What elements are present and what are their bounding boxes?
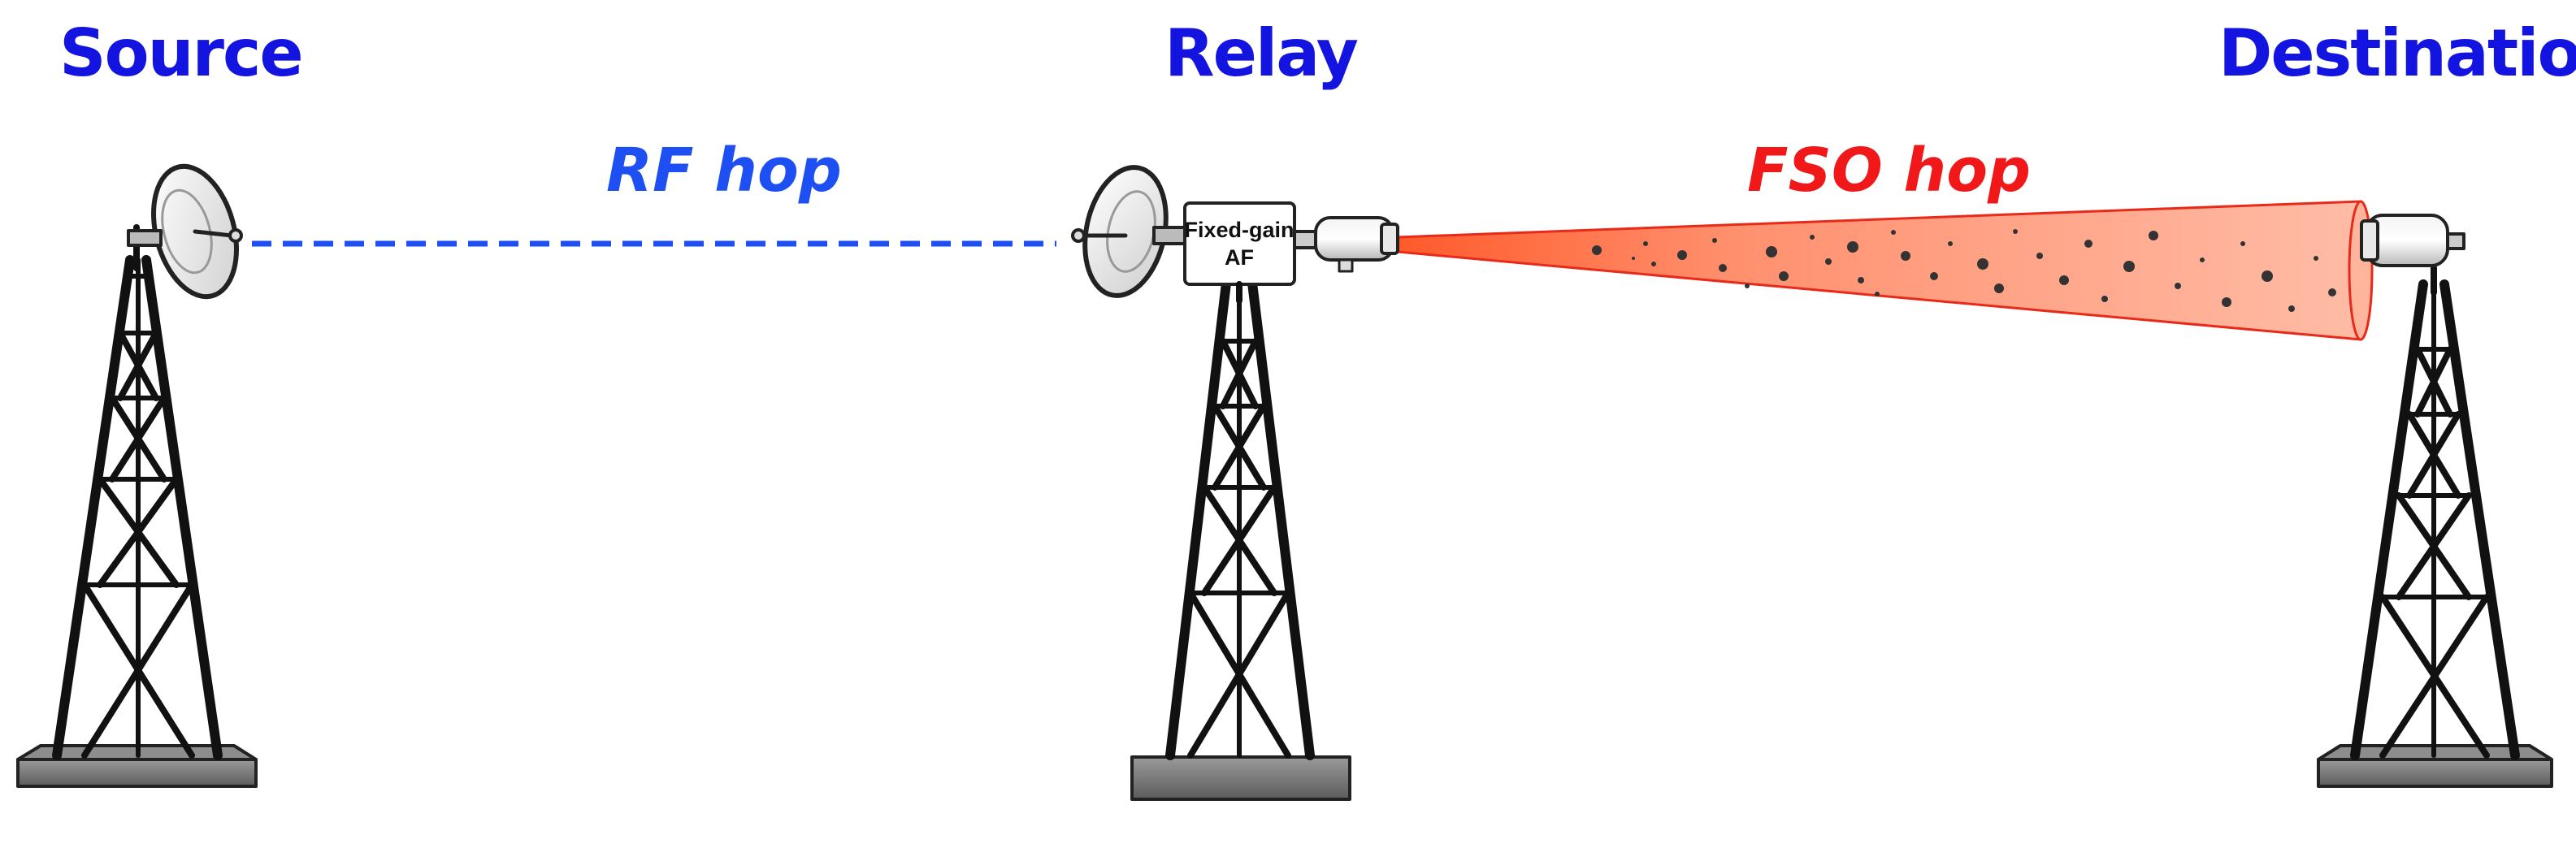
destination-optical-receiver bbox=[2360, 214, 2465, 267]
rf-hop-label: RF hop bbox=[606, 136, 842, 206]
af-box-line1: Fixed-gain bbox=[1184, 218, 1294, 242]
source-title: Source bbox=[59, 15, 302, 91]
relay-tower-base bbox=[1130, 755, 1351, 801]
source-tower-base bbox=[16, 758, 258, 788]
source-tower bbox=[16, 163, 258, 788]
relay-optical-transmitter bbox=[1293, 216, 1399, 273]
destination-tower bbox=[2317, 214, 2553, 788]
fso-beam bbox=[1396, 200, 2374, 341]
fso-hop-label: FSO hop bbox=[1747, 136, 2031, 206]
relay-dish-antenna bbox=[1071, 165, 1188, 298]
relay-tower: Fixed-gain AF bbox=[1071, 165, 1399, 801]
af-box-line2: AF bbox=[1225, 245, 1254, 270]
turbulence-particles bbox=[1592, 229, 2336, 312]
fixed-gain-af-box: Fixed-gain AF bbox=[1183, 201, 1296, 304]
relay-title: Relay bbox=[1164, 15, 1358, 91]
destination-title: Destination bbox=[2218, 15, 2576, 91]
destination-tower-base bbox=[2317, 758, 2553, 788]
source-dish-antenna bbox=[127, 163, 243, 300]
